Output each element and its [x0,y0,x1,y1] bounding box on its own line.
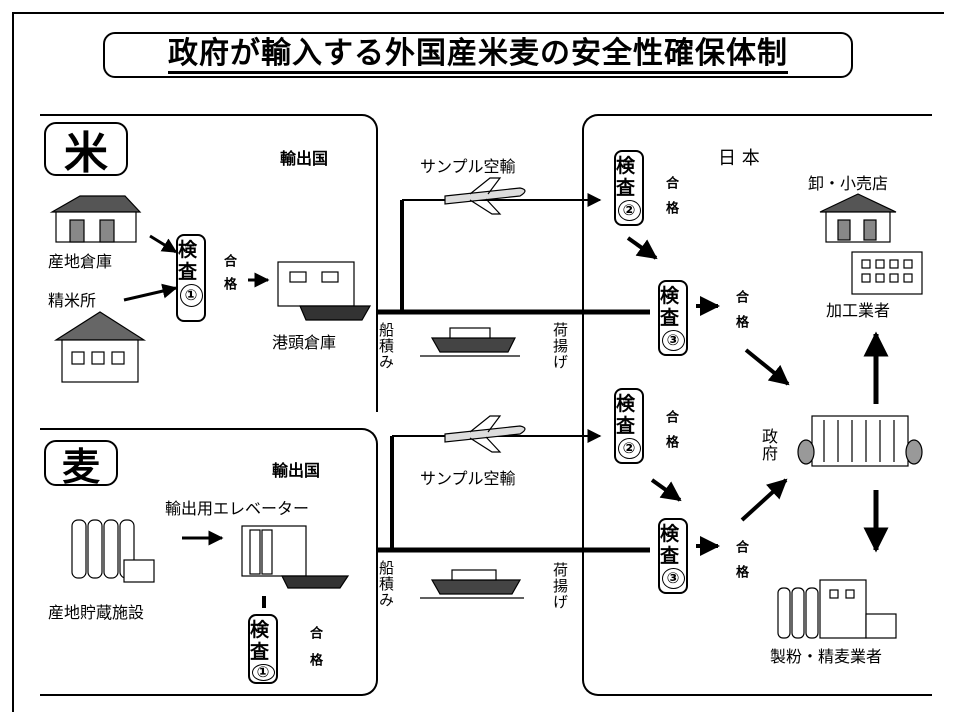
wheat-inspection-2: 検査 ② [614,388,644,464]
rice-inspection-2-pass: 合格 [663,176,678,226]
wheat-flow-arrows [182,530,266,608]
japan-flow-arrows [626,236,889,556]
wheat-inspection-1-pass: 合格 [307,626,322,680]
rice-inspection-2: 検査 ② [614,150,644,226]
wheat-category-label: 麦 [44,440,118,489]
rice-category-label: 米 [44,122,128,179]
silo-icon [71,519,155,583]
inspection-number: ③ [661,330,685,351]
rice-inspection-1: 検査 ① [176,234,206,322]
rice-export-panel [40,114,378,412]
rice-inspection-1-pass: 合格 [221,254,236,300]
elevator-icon [241,525,350,589]
japan-label: 日 本 [718,148,760,169]
wheat-inspection-3-pass: 合格 [733,540,748,590]
inspection-label: 検査 [250,619,270,663]
airplane-icon [444,177,526,215]
wheat-loading-label: 船積み [377,560,395,608]
wheat-unloading-label: 荷揚げ [551,562,569,610]
origin-storage-label: 産地貯蔵施設 [48,603,145,622]
rice-flow-arrows [123,234,270,302]
wheat-exporting-country: 輸出国 [272,461,321,480]
rice-inspection-3-pass: 合格 [733,290,748,340]
rice-loading-label: 船積み [377,322,395,370]
inspection-number: ③ [661,568,685,589]
port-warehouse-label: 港頭倉庫 [272,333,337,352]
inspection-label: 検査 [178,239,198,283]
japan-panel [582,114,932,696]
inspection-label: 検査 [616,393,636,437]
processor-label: 加工業者 [826,301,891,320]
government-building-icon [797,415,923,467]
miller-label: 製粉・精麦業者 [770,647,883,666]
title-box: 政府が輸入する外国産米麦の安全性確保体制 [103,32,853,78]
wheat-inspection-1: 検査 ① [248,614,278,684]
port-warehouse-icon [277,261,372,321]
factory-icon [851,251,923,295]
wheat-sample-air-label: サンプル空輸 [420,469,516,488]
wheat-inspection-3: 検査 ③ [658,518,688,594]
origin-warehouse-label: 産地倉庫 [48,252,113,271]
warehouse-icon [49,195,142,243]
retailer-label: 卸・小売店 [808,174,889,193]
government-label: 政府 [759,428,778,462]
ship-icon [420,327,520,357]
inspection-number: ① [179,284,203,307]
rice-exporting-country: 輸出国 [280,149,329,168]
airplane-icon [444,415,526,453]
inspection-number: ② [617,200,641,221]
rice-mill-label: 精米所 [48,291,97,310]
inspection-label: 検査 [616,155,636,199]
flour-mill-icon [777,579,897,639]
outer-frame [12,12,944,712]
inspection-number: ② [617,438,641,459]
export-elevator-label: 輸出用エレベーター [165,499,310,518]
page-title: 政府が輸入する外国産米麦の安全性確保体制 [168,36,788,74]
ship-icon [420,569,524,599]
store-icon [819,193,897,243]
rice-ship-route [378,193,650,315]
wheat-inspection-2-pass: 合格 [663,410,678,460]
rice-unloading-label: 荷揚げ [551,322,569,370]
inspection-label: 検査 [660,523,680,567]
inspection-number: ① [251,664,275,681]
rice-sample-air-label: サンプル空輸 [420,157,516,176]
wheat-ship-route [378,429,650,553]
inspection-label: 検査 [660,285,680,329]
mill-icon [53,311,147,383]
wheat-export-panel [40,428,378,696]
rice-inspection-3: 検査 ③ [658,280,688,356]
